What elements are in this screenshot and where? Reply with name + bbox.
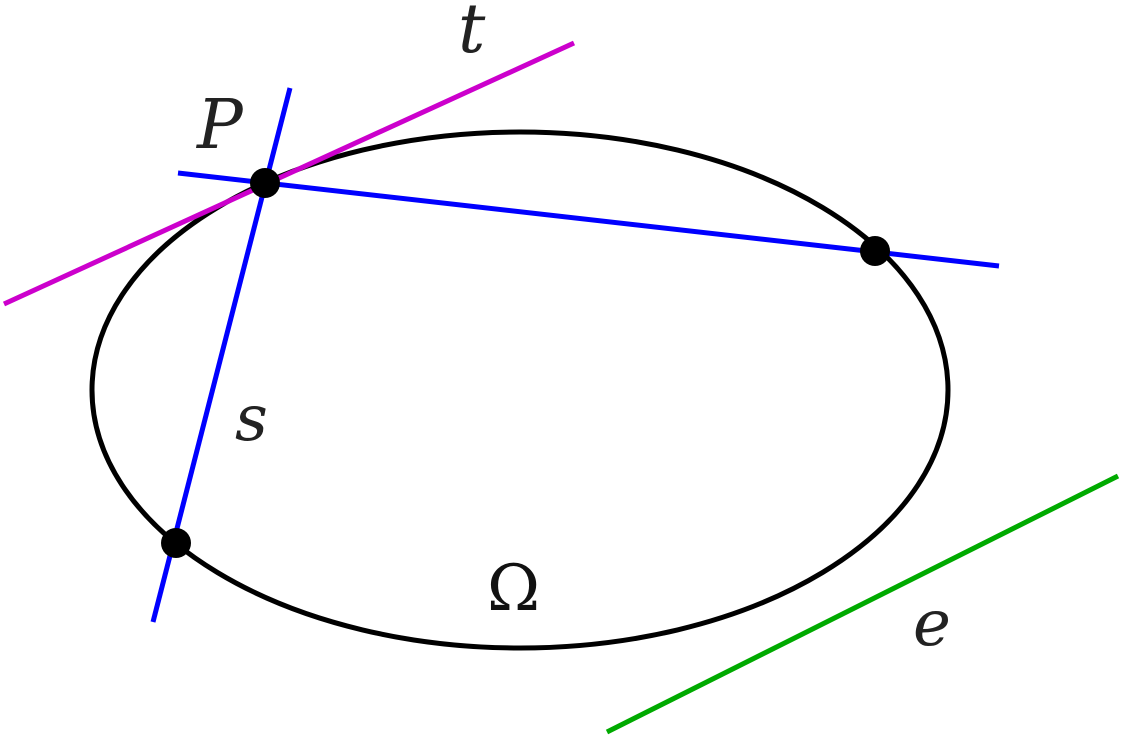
point-secant-right [860, 236, 890, 266]
label-s: s [235, 382, 268, 456]
label-p: P [195, 86, 244, 165]
exterior-line-e [605, 473, 1120, 735]
point-secant-bottom [161, 528, 191, 558]
point-p [250, 168, 280, 198]
label-e: e [913, 587, 951, 661]
label-omega: Ω [487, 552, 540, 626]
tangent-line-t [2, 40, 576, 307]
label-t: t [458, 0, 486, 69]
conic-omega [89, 129, 951, 651]
